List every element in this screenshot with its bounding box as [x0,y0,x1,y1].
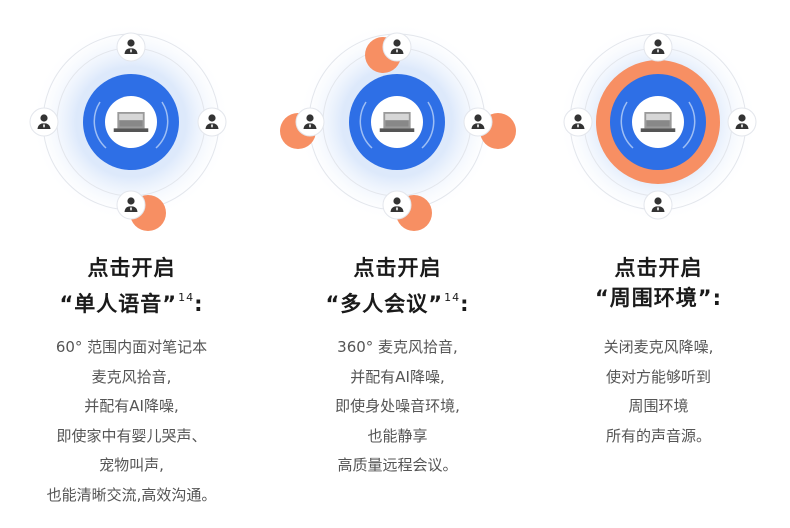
mode-title: 点击开启 “多人会议”14: [266,253,529,319]
mode-single-voice: 点击开启 “单人语音”14: 60° 范围内面对笔记本 麦克风拾音, 并配有AI… [0,0,263,528]
user-avatar-icon [198,108,226,136]
laptop-icon [114,112,149,132]
user-avatar-icon [644,191,672,219]
multi-meeting-diagram [266,0,529,240]
user-avatar-icon [296,108,324,136]
user-avatar-icon [383,191,411,219]
mode-description: 关闭麦克风降噪, 使对方能够听到 周围环境 所有的声音源。 [527,333,790,451]
mode-description: 360° 麦克风拾音, 并配有AI降噪, 即使身处噪音环境, 也能静享 高质量远… [266,333,529,481]
user-avatar-icon [564,108,592,136]
mode-description: 60° 范围内面对笔记本 麦克风拾音, 并配有AI降噪, 即使家中有婴儿哭声、 … [0,333,263,510]
single-voice-diagram [0,0,263,240]
user-avatar-icon [728,108,756,136]
mode-title: 点击开启 “单人语音”14: [0,253,263,319]
user-avatar-icon [383,33,411,61]
user-avatar-icon [464,108,492,136]
user-avatar-icon [117,191,145,219]
mode-multi-meeting: 点击开启 “多人会议”14: 360° 麦克风拾音, 并配有AI降噪, 即使身处… [266,0,529,528]
user-avatar-icon [117,33,145,61]
mode-title: 点击开启 “周围环境”: [527,253,790,313]
mode-surroundings: 点击开启 “周围环境”: 关闭麦克风降噪, 使对方能够听到 周围环境 所有的声音… [527,0,790,528]
laptop-icon [641,112,676,132]
user-avatar-icon [30,108,58,136]
user-avatar-icon [644,33,672,61]
surroundings-diagram [527,0,790,240]
laptop-icon [380,112,415,132]
